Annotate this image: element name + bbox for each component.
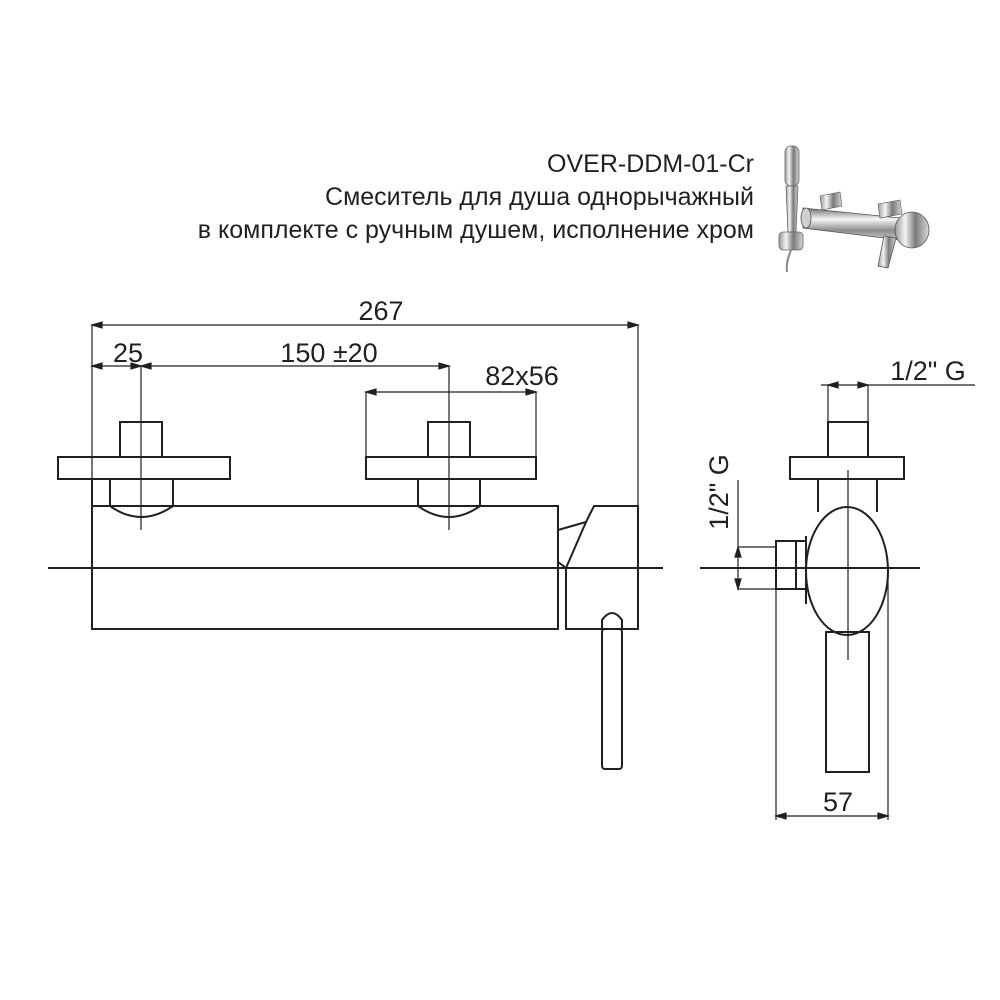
description-line-2: в комплекте с ручным душем, исполнение х…: [197, 216, 754, 244]
model-code: OVER-DDM-01-Cr: [547, 150, 754, 178]
side-flange: [789, 456, 905, 480]
cartridge-housing: [557, 505, 639, 630]
dim-outlet-side: 1/2" G: [704, 454, 734, 530]
side-dimensions: [734, 381, 975, 820]
mixer-image: [800, 191, 930, 269]
left-flange: [57, 456, 231, 480]
hand-shower-image: [778, 145, 804, 273]
side-knob: [805, 506, 889, 636]
product-photo: [778, 145, 930, 273]
description-line-1: Смеситель для душа однорычажный: [325, 183, 754, 211]
side-outlet: [775, 540, 797, 590]
front-dimensions: [89, 321, 641, 530]
dim-flange: 82x56: [485, 361, 559, 391]
product-header: OVER-DDM-01-Cr Смеситель для душа одноры…: [198, 148, 754, 247]
lever: [601, 628, 623, 770]
side-nut: [827, 421, 869, 458]
dim-inlet-top: 1/2" G: [890, 356, 966, 386]
dim-offset: 25: [113, 338, 143, 368]
right-flange: [365, 456, 537, 480]
dim-overall-width: 267: [358, 296, 403, 326]
dim-depth: 57: [823, 787, 853, 817]
dim-center-distance: 150 ±20: [280, 338, 377, 368]
front-view: [48, 421, 663, 770]
mixer-body-outline: [91, 505, 559, 630]
